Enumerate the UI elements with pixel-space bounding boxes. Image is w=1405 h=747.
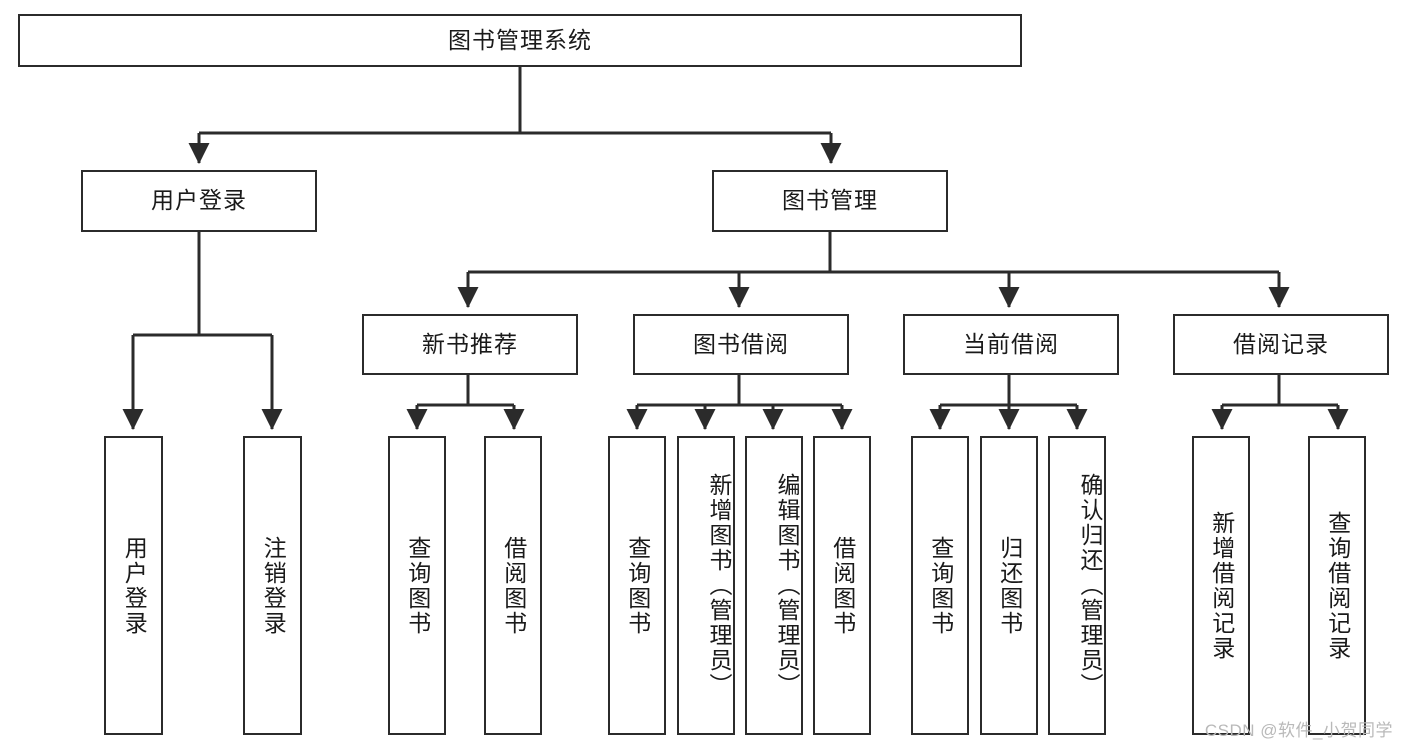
node-label: 确认归还（管理员） (1077, 473, 1103, 698)
node-current-borrow[interactable]: 当前借阅 (903, 314, 1119, 375)
node-label: 新书推荐 (422, 330, 518, 357)
node-label: 用户登录 (121, 535, 148, 636)
csdn-watermark: CSDN @软件_小贺同学 (1204, 721, 1393, 740)
node-label: 编辑图书（管理员） (774, 473, 800, 698)
leaf-new-book-borrow-book[interactable]: 借阅图书 (484, 436, 542, 735)
node-label: 图书管理 (782, 187, 878, 214)
node-root-book-management-system[interactable]: 图书管理系统 (18, 14, 1022, 67)
node-label: 新增图书（管理员） (706, 473, 732, 698)
node-label: 借阅图书 (829, 535, 856, 636)
node-user-login[interactable]: 用户登录 (81, 170, 317, 232)
leaf-borrow-record-query-record[interactable]: 查询借阅记录 (1308, 436, 1366, 735)
node-label: 查询图书 (927, 535, 954, 636)
leaf-current-borrow-query-book[interactable]: 查询图书 (911, 436, 969, 735)
leaf-book-borrow-borrow-book[interactable]: 借阅图书 (813, 436, 871, 735)
node-label: 注销登录 (260, 535, 287, 636)
node-label: 查询借阅记录 (1324, 510, 1351, 661)
node-label: 查询图书 (624, 535, 651, 636)
leaf-user-login-logout[interactable]: 注销登录 (243, 436, 302, 735)
node-label: 用户登录 (151, 187, 247, 214)
node-label: 借阅记录 (1233, 330, 1329, 357)
node-book-borrow[interactable]: 图书借阅 (633, 314, 849, 375)
leaf-user-login-login[interactable]: 用户登录 (104, 436, 163, 735)
node-label: 图书管理系统 (448, 26, 592, 53)
node-label: 查询图书 (404, 535, 431, 636)
node-label: 当前借阅 (963, 330, 1059, 357)
leaf-book-borrow-query-book[interactable]: 查询图书 (608, 436, 666, 735)
node-book-management[interactable]: 图书管理 (712, 170, 948, 232)
leaf-current-borrow-confirm-return-admin[interactable]: 确认归还（管理员） (1048, 436, 1106, 735)
leaf-new-book-query-book[interactable]: 查询图书 (388, 436, 446, 735)
leaf-book-borrow-edit-book-admin[interactable]: 编辑图书（管理员） (745, 436, 803, 735)
node-label: 归还图书 (996, 535, 1023, 636)
node-label: 图书借阅 (693, 330, 789, 357)
leaf-current-borrow-return-book[interactable]: 归还图书 (980, 436, 1038, 735)
node-label: 借阅图书 (500, 535, 527, 636)
node-new-book-recommend[interactable]: 新书推荐 (362, 314, 578, 375)
leaf-book-borrow-add-book-admin[interactable]: 新增图书（管理员） (677, 436, 735, 735)
node-borrow-record[interactable]: 借阅记录 (1173, 314, 1389, 375)
leaf-borrow-record-add-record[interactable]: 新增借阅记录 (1192, 436, 1250, 735)
node-label: 新增借阅记录 (1208, 510, 1235, 661)
